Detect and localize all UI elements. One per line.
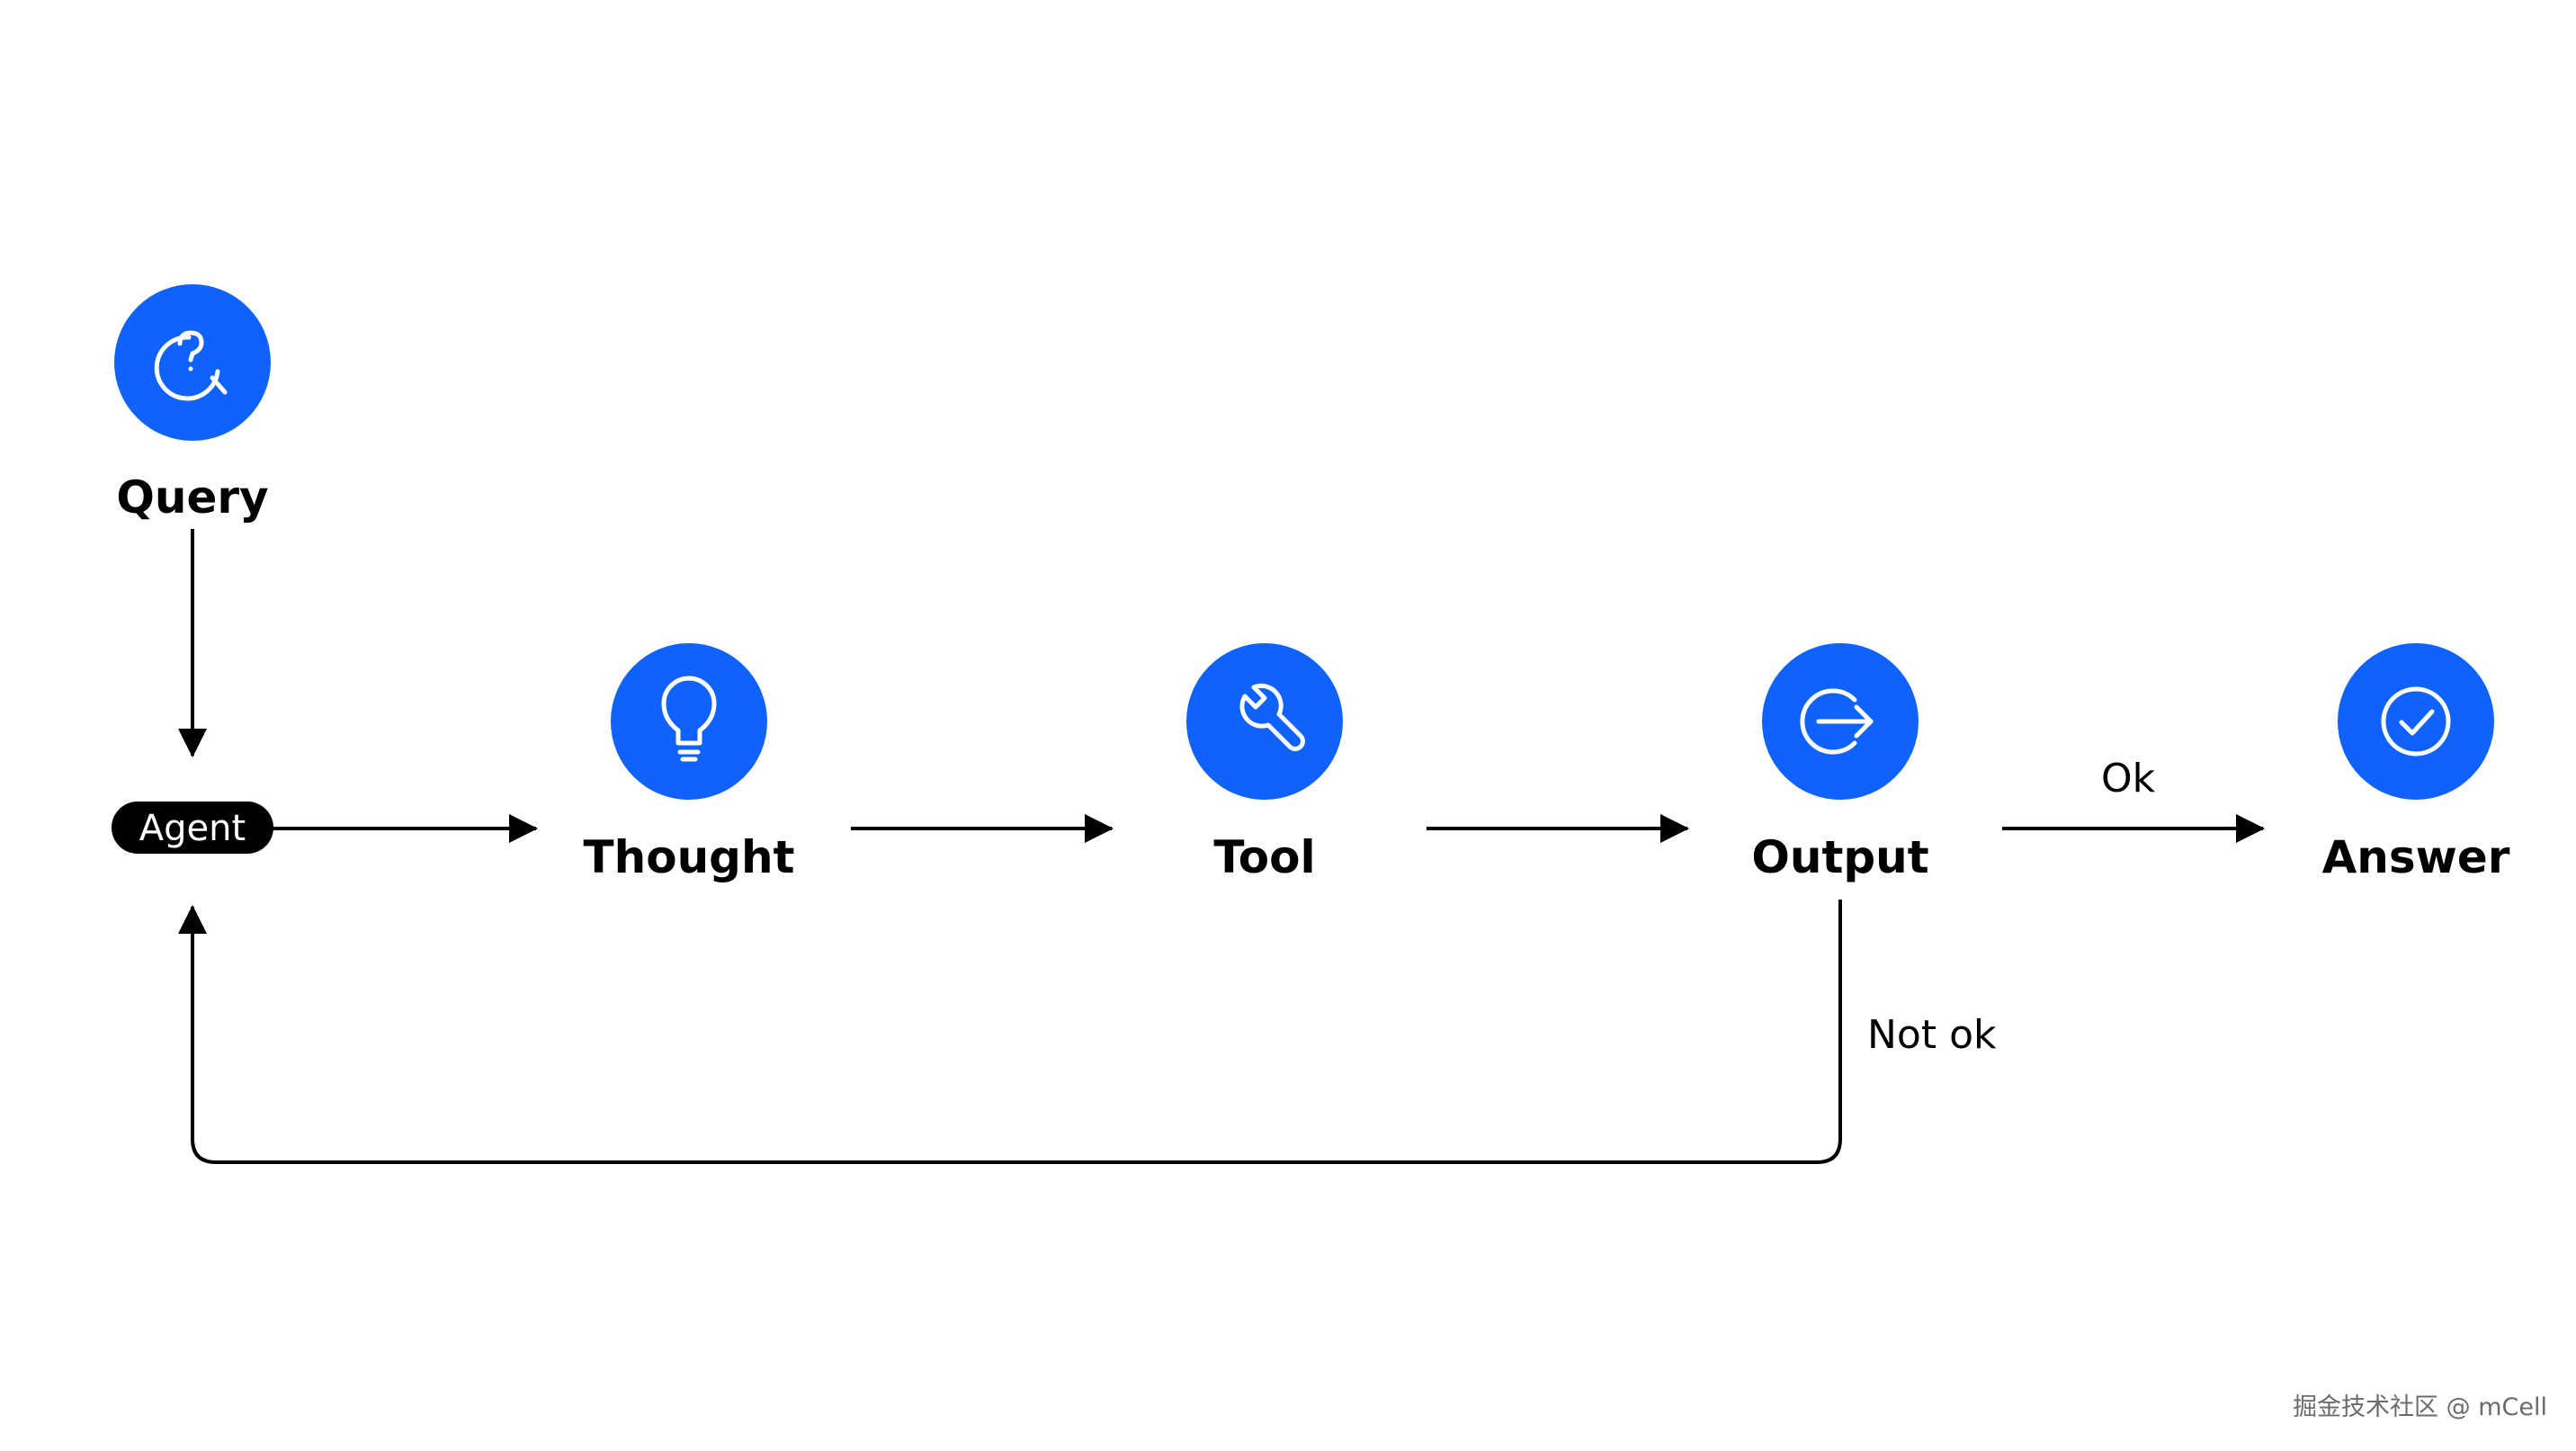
watermark-text: 掘金技术社区 @ mCell (2293, 1393, 2547, 1421)
output-node: Output (1751, 643, 1929, 883)
query-node: Query (114, 284, 271, 524)
query-node-label: Query (116, 471, 268, 524)
answer-node-label: Answer (2322, 831, 2510, 883)
agent-node: Agent (112, 802, 273, 854)
thought-node-label: Thought (584, 831, 795, 883)
tool-node: Tool (1186, 643, 1343, 883)
lightbulb-icon (661, 676, 717, 762)
question-search-icon (154, 330, 228, 401)
ok-edge-label: Ok (2101, 756, 2156, 802)
query-node-circle (114, 284, 271, 441)
output-node-label: Output (1751, 831, 1928, 883)
agent-pill (112, 802, 273, 854)
tool-node-label: Tool (1213, 831, 1315, 883)
wrench-icon (1239, 683, 1305, 751)
thought-node: Thought (584, 643, 795, 883)
not-ok-edge-label: Not ok (1867, 1012, 1997, 1058)
agent-label: Agent (139, 808, 246, 849)
tool-node-circle (1186, 643, 1343, 800)
thought-node-circle (611, 643, 767, 800)
answer-node: Answer (2322, 643, 2510, 883)
exit-arrow-icon (1800, 688, 1874, 755)
answer-node-circle (2338, 643, 2494, 800)
edge-output-back-to-agent (178, 900, 1842, 1164)
checkmark-circle-icon (2381, 686, 2451, 757)
